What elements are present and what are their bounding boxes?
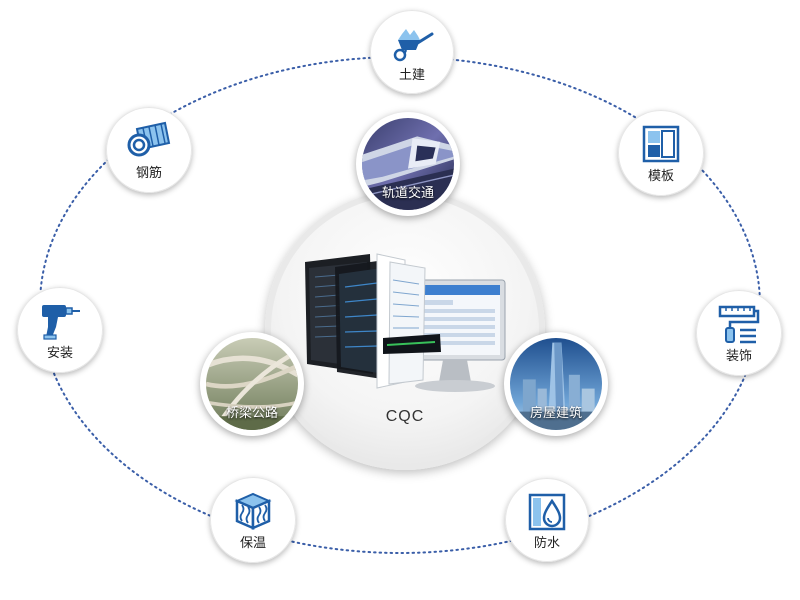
node-label: 装饰 <box>725 348 752 364</box>
rebar-roll-icon <box>127 122 171 157</box>
node-label: 保温 <box>239 535 266 551</box>
node-bridge-highway[interactable]: 桥梁公路 <box>200 332 304 436</box>
paint-roller-icon <box>718 306 760 344</box>
node-label: 钢筋 <box>135 165 162 181</box>
heat-box-icon <box>234 493 272 531</box>
node-formwork[interactable]: 模板 <box>618 110 704 196</box>
node-building-construction[interactable]: 房屋建筑 <box>504 332 608 436</box>
node-rail-transit[interactable]: 轨道交通 <box>356 112 460 216</box>
node-label: 土建 <box>398 66 425 82</box>
node-decoration[interactable]: 装饰 <box>696 290 782 376</box>
wheelbarrow-icon <box>393 28 434 61</box>
drill-icon <box>42 305 80 340</box>
node-rebar[interactable]: 钢筋 <box>106 107 192 193</box>
water-drop-icon <box>528 493 566 530</box>
formwork-panel-icon <box>642 126 680 163</box>
node-insulation[interactable]: 保温 <box>210 477 296 563</box>
node-label: 防水 <box>533 534 560 550</box>
node-installation[interactable]: 安装 <box>17 287 103 373</box>
node-label: 安装 <box>46 345 73 361</box>
monitor-software-screens-icon <box>305 253 506 392</box>
center-disc: CQC <box>265 190 545 470</box>
subway-train-photo <box>362 118 454 210</box>
node-label: 房屋建筑 <box>529 405 582 420</box>
skyscraper-photo <box>510 338 602 430</box>
node-label: 模板 <box>647 168 674 184</box>
node-label: 轨道交通 <box>381 185 434 200</box>
center-label: CQC <box>385 408 425 425</box>
node-civil-works[interactable]: 土建 <box>370 10 454 94</box>
node-waterproofing[interactable]: 防水 <box>505 478 589 562</box>
node-label: 桥梁公路 <box>225 405 278 420</box>
